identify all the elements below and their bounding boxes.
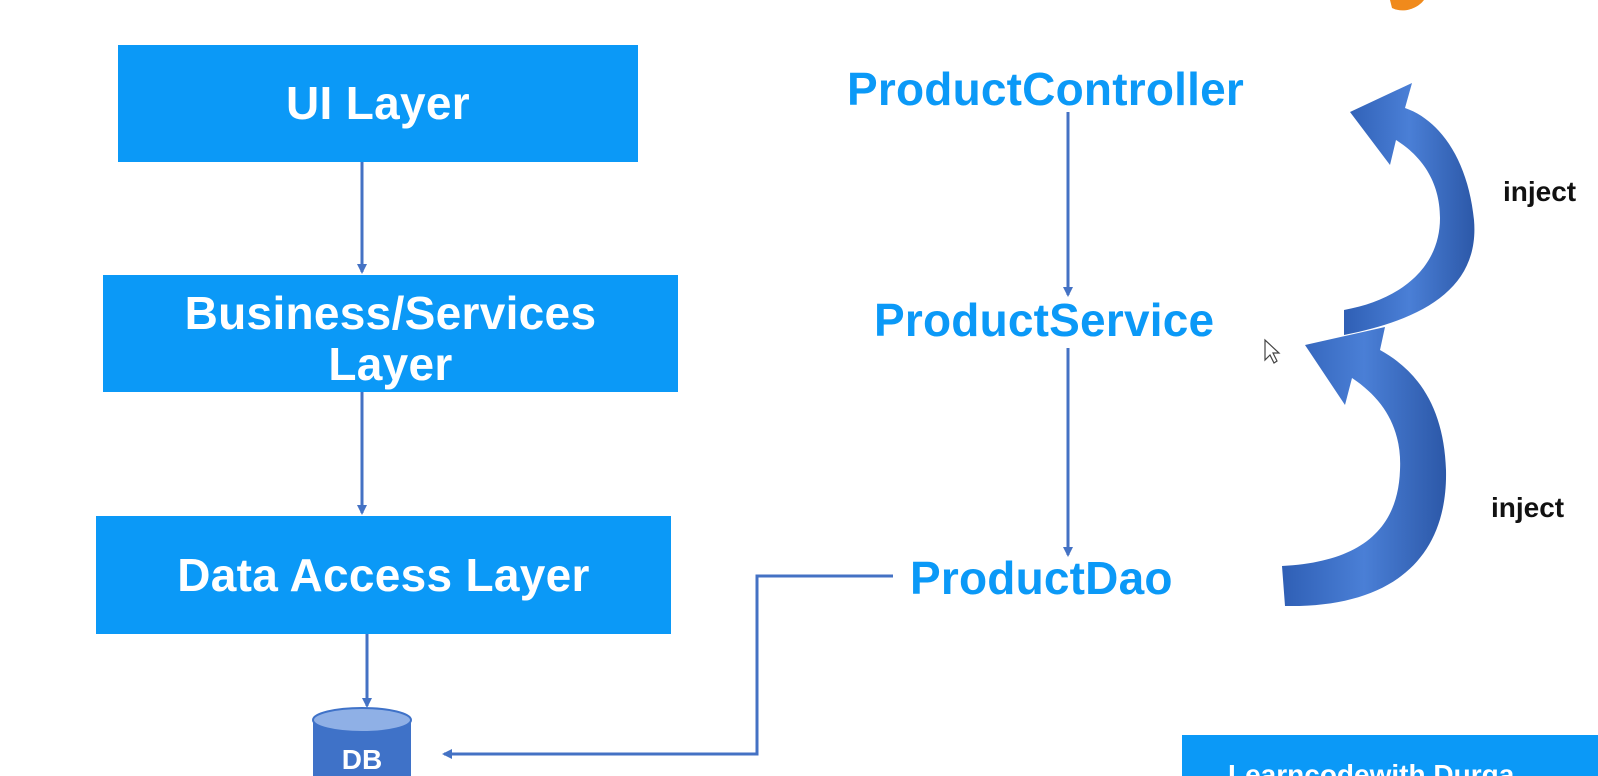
ui-layer-label: UI Layer	[286, 77, 470, 130]
inject-label-lower: inject	[1491, 492, 1565, 523]
inject-curved-arrow-upper	[1344, 83, 1475, 335]
product-controller-label: ProductController	[847, 63, 1244, 115]
business-layer-box: Business/Services Layer	[103, 275, 678, 392]
business-layer-label-line2: Layer	[328, 337, 453, 390]
ui-layer-box: UI Layer	[118, 45, 638, 162]
data-access-layer-box: Data Access Layer	[96, 516, 671, 634]
product-service-label: ProductService	[874, 294, 1215, 346]
channel-banner-text: Learncodewith Durga	[1228, 759, 1515, 776]
orange-corner-shape	[1390, 0, 1424, 11]
channel-banner: Learncodewith Durga	[1182, 735, 1598, 776]
business-layer-label-line1: Business/Services	[184, 286, 597, 339]
inject-label-upper: inject	[1503, 176, 1577, 207]
inject-curved-arrow-lower	[1282, 327, 1447, 607]
arrow-dao-to-db	[442, 574, 893, 759]
product-dao-label: ProductDao	[910, 552, 1173, 604]
db-cylinder-icon	[312, 707, 412, 776]
db-label: DB	[341, 744, 383, 775]
mouse-cursor-icon	[1264, 338, 1281, 364]
data-access-layer-label: Data Access Layer	[177, 548, 590, 601]
